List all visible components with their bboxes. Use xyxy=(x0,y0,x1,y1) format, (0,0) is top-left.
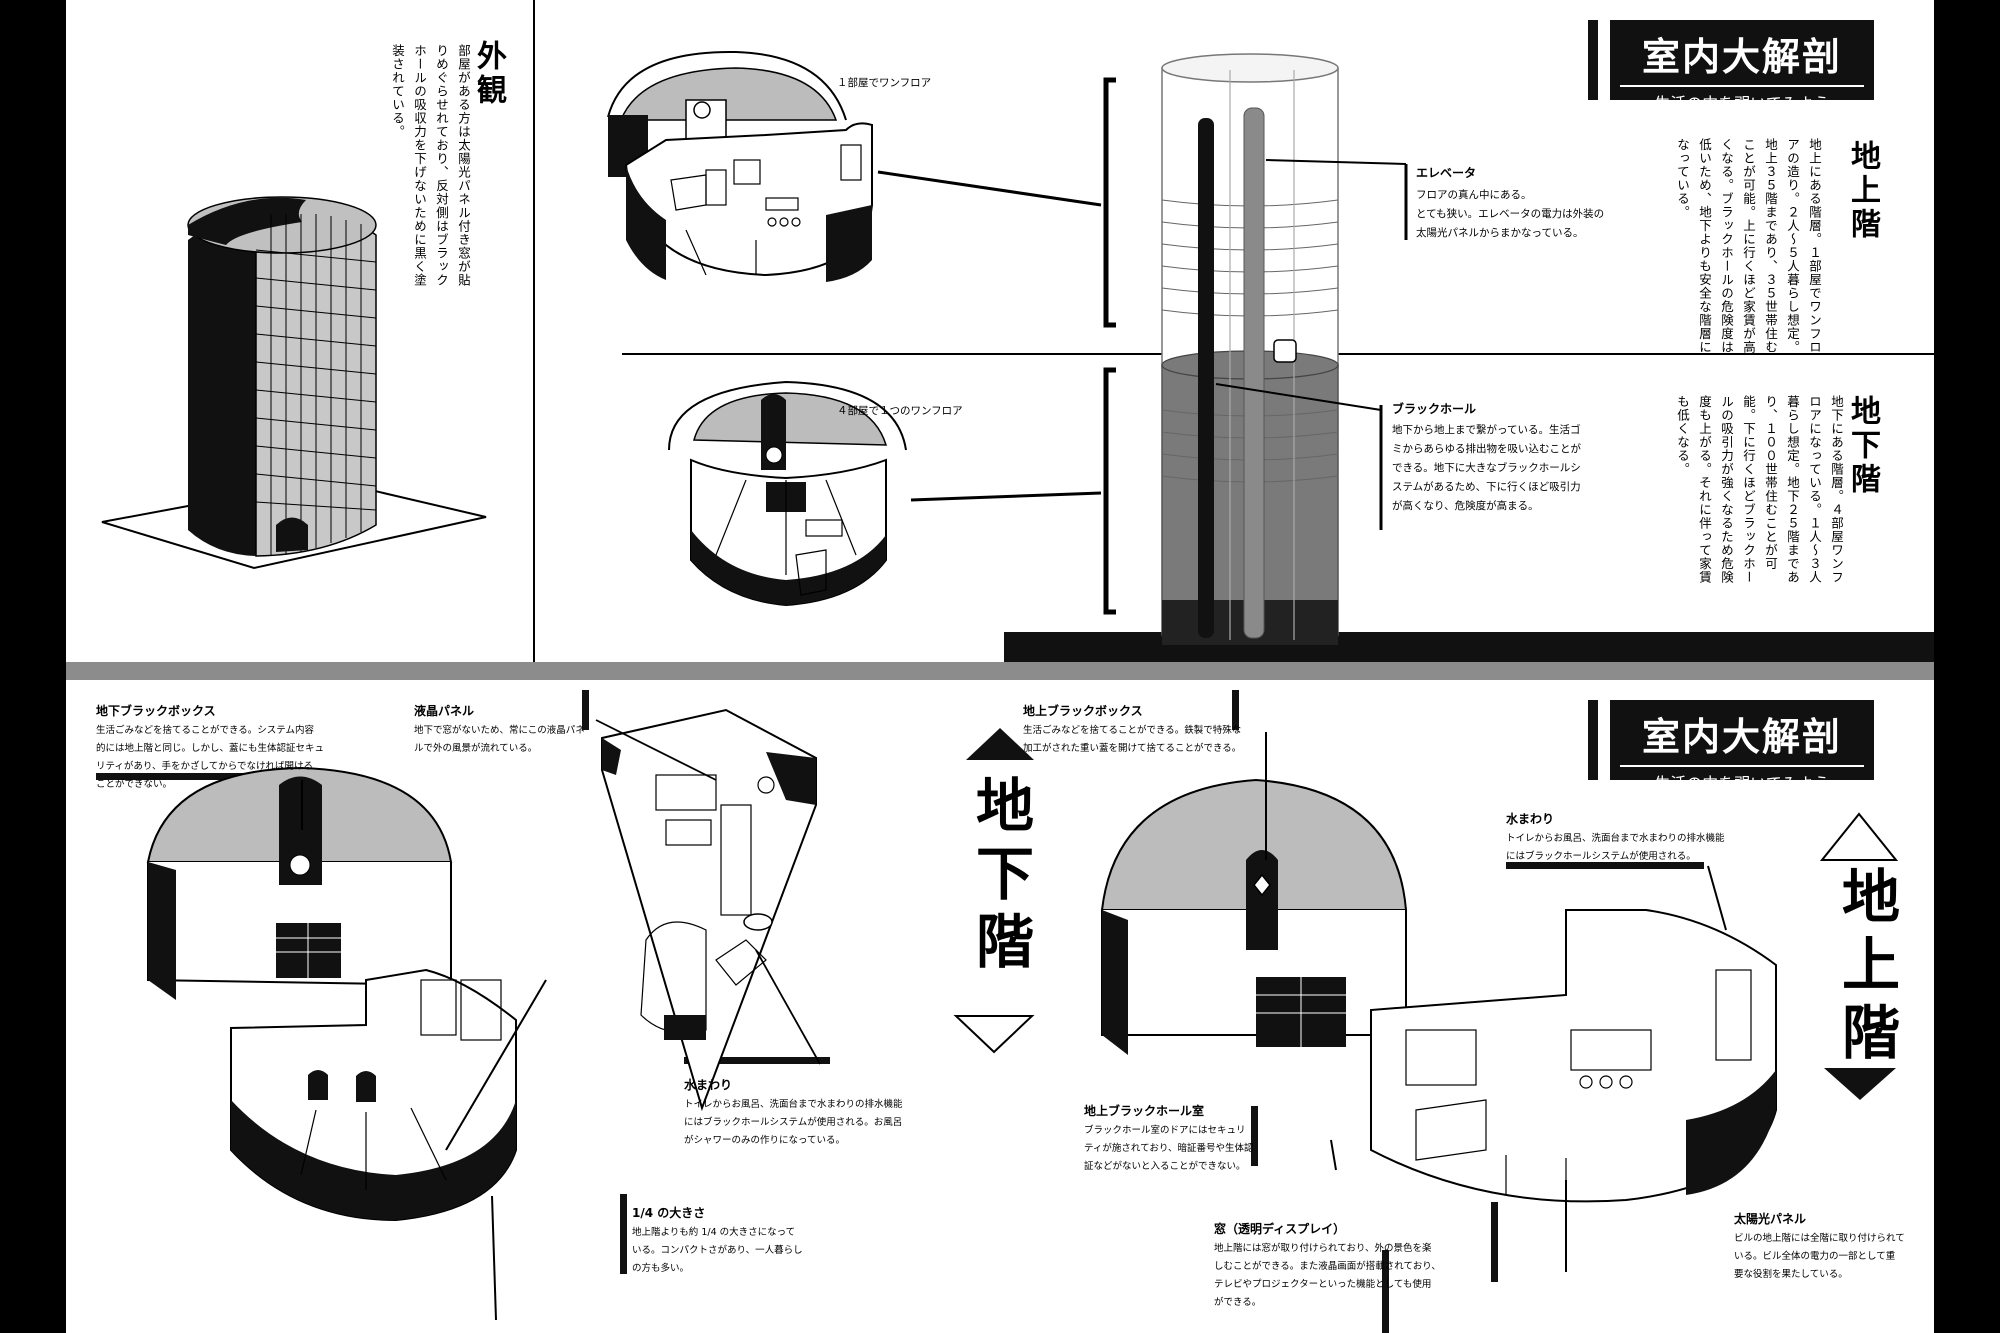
lcd-title: 液晶パネル xyxy=(414,704,475,718)
above-heading: 地上階 xyxy=(1845,140,1880,242)
blackhole-title: ブラックホール xyxy=(1392,402,1477,416)
quarter-unit xyxy=(595,708,821,1112)
upper-floor-cutaway xyxy=(607,50,1102,282)
ug-water-text: トイレからお風呂、洗面台まで水まわりの排水機能 にはブラックホールシステムが使用… xyxy=(684,1099,903,1146)
elevator-title: エレベータ xyxy=(1416,166,1477,180)
above-ground-unit xyxy=(1100,732,1777,1272)
ug-water-title: 水まわり xyxy=(684,1078,733,1092)
bottom-panel: 地下ブラックボックス 生活ごみなどを捨てることができる。システム内容 的には地上… xyxy=(66,680,1934,1333)
window-text: 地上階には窓が取り付けられており、外の景色を楽 しむことができる。また液晶画面が… xyxy=(1214,1243,1441,1308)
up-arrow-icon xyxy=(1819,812,1899,861)
exterior-title: 外観 xyxy=(471,40,506,108)
building-section xyxy=(1004,53,1934,662)
above-text: 地上にある階層。１部屋でワンフロアの造り。２人〜５人暮らし想定。地上３５階まであ… xyxy=(1675,138,1822,354)
bh-room-text: ブラックホール室のドアにはセキュリ ティが施されており、暗証番号や生体認 証など… xyxy=(1084,1125,1254,1172)
banner-title: 室内大解剖 xyxy=(1641,34,1842,79)
panel-divider xyxy=(66,662,1934,680)
solar-text: ビルの地上階には全階に取り付けられて いる。ビル全体の電力の一部として重 要な役… xyxy=(1734,1233,1905,1280)
quarter-title: 1/4 の大きさ xyxy=(632,1206,706,1220)
ug-box-title: 地下ブラックボックス xyxy=(96,704,216,718)
down-arrow-icon xyxy=(1824,1068,1896,1100)
below-text: 地下にある階層。４部屋ワンフロアになっている。１人〜３人暮らし想定。地下２５階ま… xyxy=(1675,395,1844,584)
lower-floor-cutaway xyxy=(668,380,1102,607)
lower-floor-label: ４部屋で１つのワンフロア xyxy=(837,405,963,417)
ag-box-title: 地上ブラックボックス xyxy=(1023,704,1143,718)
window-title: 窓（透明ディスプレイ） xyxy=(1214,1222,1346,1236)
building-exterior xyxy=(101,196,487,570)
top-illustrations xyxy=(101,0,1934,662)
quarter-text: 地上階よりも約 1/4 の大きさになって いる。コンパクトさがあり、一人暮らし … xyxy=(632,1227,803,1274)
down-arrow-icon xyxy=(953,1015,1035,1054)
above-ground-big-heading: 地上階 xyxy=(1832,866,1900,1070)
lcd-text: 地下で窓がないため、常にこの液晶パネ ルで外の風景が流れている。 xyxy=(414,725,585,754)
upper-floor-label: １部屋でワンフロア xyxy=(837,77,932,89)
underground-unit xyxy=(146,766,547,1321)
elevator-text: フロアの真ん中にある。 とても狭い。エレベータの電力は外装の 太陽光パネルからま… xyxy=(1416,189,1605,239)
banner-subtitle: 〜生活の中を覗いてみよう〜 xyxy=(1620,85,1864,114)
blackhole-text: 地下から地上まで繋がっている。生活ゴ ミからあらゆる排出物を吸い込むことが でき… xyxy=(1392,424,1581,512)
below-heading: 地下階 xyxy=(1845,395,1880,497)
top-panel: 外観 部屋がある方は太陽光パネル付き窓が貼りめぐらせれており、反対側はブラックホ… xyxy=(66,0,1934,662)
exterior-text: 部屋がある方は太陽光パネル付き窓が貼りめぐらせれており、反対側はブラックホールの… xyxy=(390,44,471,287)
banner-title: 室内大解剖 xyxy=(1641,714,1842,759)
up-arrow-icon xyxy=(966,728,1034,760)
banner-subtitle: 〜生活の中を覗いてみよう〜 xyxy=(1620,765,1864,794)
banner-top: 室内大解剖 〜生活の中を覗いてみよう〜 xyxy=(1610,20,1874,113)
ag-water-text: トイレからお風呂、洗面台まで水まわりの排水機能 にはブラックホールシステムが使用… xyxy=(1506,833,1725,862)
ag-water-title: 水まわり xyxy=(1506,812,1555,826)
ag-box-text: 生活ごみなどを捨てることができる。鉄製で特殊な 加工がされた重い蓋を開けて捨てる… xyxy=(1023,725,1242,754)
bottom-illustrations xyxy=(96,690,1899,1333)
ug-box-text: 生活ごみなどを捨てることができる。システム内容 的には地上階と同じ。しかし、蓋に… xyxy=(96,725,325,790)
underground-big-heading: 地下階 xyxy=(966,775,1034,979)
solar-title: 太陽光パネル xyxy=(1734,1212,1807,1226)
banner-bottom: 室内大解剖 〜生活の中を覗いてみよう〜 xyxy=(1610,700,1874,793)
bh-room-title: 地上ブラックホール室 xyxy=(1084,1104,1205,1118)
